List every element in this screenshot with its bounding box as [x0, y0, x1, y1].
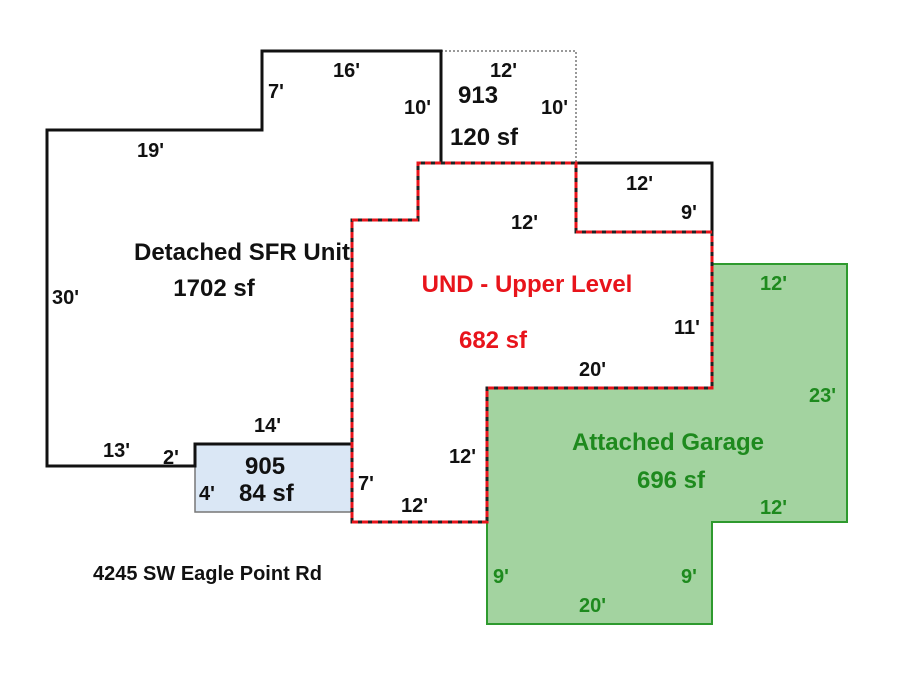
dim-sfr-bottom: 13': [103, 440, 130, 462]
garage-name: Attached Garage: [572, 429, 764, 456]
dim-upper-bottom-step: 20': [579, 359, 606, 381]
dim-913-right: 10': [541, 97, 568, 119]
room-905-id: 905: [245, 453, 285, 480]
dim-garage-left: 9': [493, 566, 509, 588]
dim-sfr-left: 30': [52, 287, 79, 309]
dim-913-top: 12': [490, 60, 517, 82]
room-905-area-label: 84 sf: [239, 480, 295, 507]
dim-sfr-top: 16': [333, 60, 360, 82]
dim-garage-top: 12': [760, 273, 787, 295]
address-label: 4245 SW Eagle Point Rd: [93, 563, 322, 585]
dim-upper-ne-side: 9': [681, 202, 697, 224]
dim-upper-inner-right: 12': [449, 446, 476, 468]
dim-garage-inner: 9': [681, 566, 697, 588]
dim-905-top: 14': [254, 415, 281, 437]
dim-garage-right: 23': [809, 385, 836, 407]
sfr-outline-east: [576, 161, 714, 232]
sfr-name: Detached SFR Unit: [134, 239, 350, 266]
dim-905-left: 4': [199, 483, 215, 505]
sfr-outline: [45, 49, 443, 468]
dim-garage-notch: 12': [760, 497, 787, 519]
room-913-area-label: 120 sf: [450, 124, 519, 151]
dim-upper-ne-top: 12': [626, 173, 653, 195]
dim-upper-bottom: 12': [401, 495, 428, 517]
dim-sfr-top-left: 19': [137, 140, 164, 162]
dim-garage-bottom: 20': [579, 595, 606, 617]
upper-level-outline: [350, 161, 714, 524]
upper-level-area: 682 sf: [459, 327, 528, 354]
sfr-area: 1702 sf: [173, 275, 255, 302]
dim-913-left: 10': [404, 97, 431, 119]
dim-sfr-step: 7': [268, 81, 284, 103]
dim-upper-inner-top: 12': [511, 212, 538, 234]
upper-level-name: UND - Upper Level: [422, 271, 633, 298]
dim-upper-right: 11': [674, 317, 700, 339]
room-913-id: 913: [458, 82, 498, 109]
garage-area-label: 696 sf: [637, 467, 706, 494]
room-905-area: [194, 443, 353, 513]
dim-sfr-jog: 2': [163, 447, 179, 469]
dim-upper-left: 7': [358, 473, 374, 495]
